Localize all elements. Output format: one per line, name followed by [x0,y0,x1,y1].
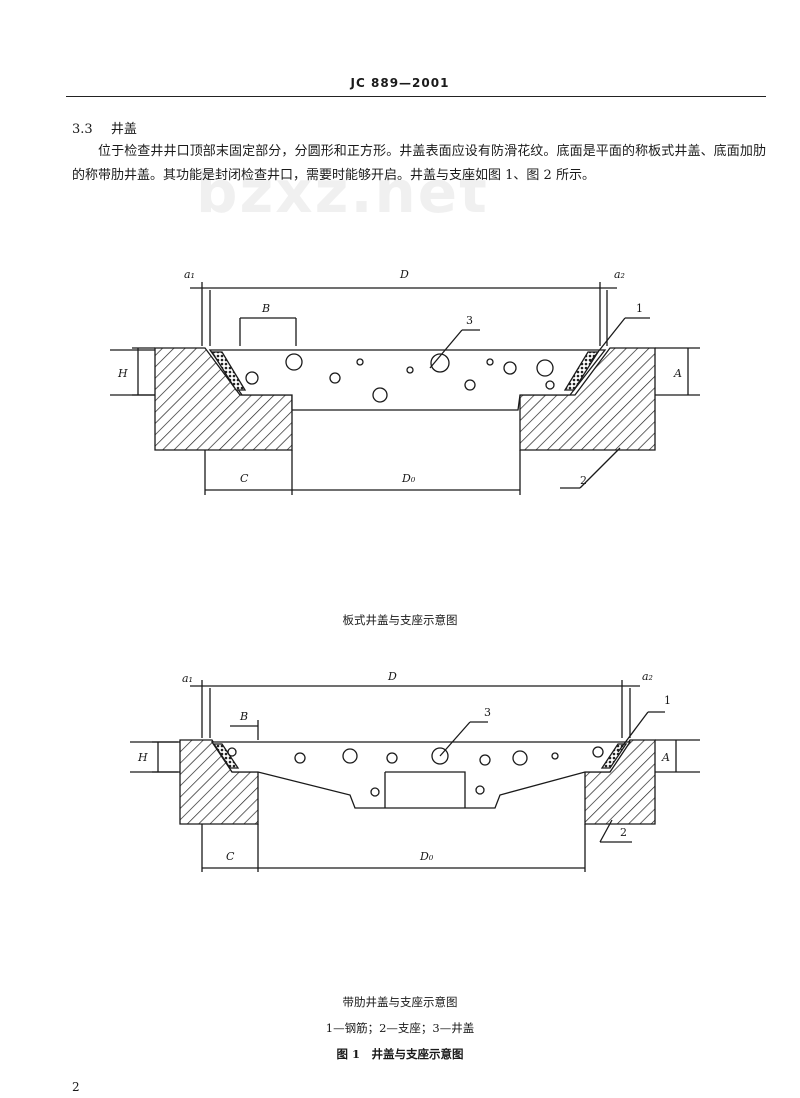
fig-a-callout-1: 1 [636,302,643,315]
fig-b-callout-1: 1 [664,694,671,707]
fig-b-label-d: D [387,670,397,683]
section-number: 3.3 [72,122,93,137]
figure-a-caption: 板式井盖与支座示意图 [342,613,458,627]
fig-a-label-b: B [261,302,270,315]
fig-a-label-d: D [399,268,409,281]
fig-a-label-h: H [117,367,128,380]
body-paragraph: 位于检查井井口顶部末固定部分，分圆形和正方形。井盖表面应设有防滑花纹。底面是平面… [72,144,766,183]
fig-b-label-c: C [226,850,235,863]
fig-b-label-h: H [137,751,148,764]
watermark: bzxz.net [196,158,489,226]
fig-b-label-d0: D₀ [419,850,434,863]
figure-legend: 1—钢筋；2—支座；3—井盖 [325,1021,475,1035]
fig-b-callout-3: 3 [484,706,491,719]
fig-a-label-a1: a₁ [184,268,195,281]
figure-plate-cover: a₁ D a₂ B H A C D₀ 1 3 2 [110,268,700,495]
fig-b-label-a1: a₁ [182,672,193,685]
fig-a-label-a2: a₂ [614,268,625,281]
fig-b-callout-2: 2 [620,826,627,839]
fig-a-label-d0: D₀ [401,472,416,485]
page-number: 2 [72,1080,80,1094]
section-title: 井盖 [110,122,137,137]
fig-a-callout-2: 2 [580,474,587,487]
figure-ribbed-cover: a₁ D a₂ B H A C D₀ 1 3 2 [130,670,700,872]
fig-a-callout-3: 3 [466,314,473,327]
figure-b-caption: 带肋井盖与支座示意图 [342,995,458,1009]
fig-a-label-c: C [240,472,249,485]
fig-b-label-a2: a₂ [642,670,653,683]
fig-b-label-a: A [661,751,670,764]
figure-title: 图 1 井盖与支座示意图 [336,1047,464,1061]
header-rule [66,96,766,97]
fig-b-label-b: B [239,710,248,723]
standard-code-header: JC 889—2001 [350,76,450,90]
section-heading: 3.3 井盖 [72,118,137,137]
fig-a-label-a: A [673,367,682,380]
